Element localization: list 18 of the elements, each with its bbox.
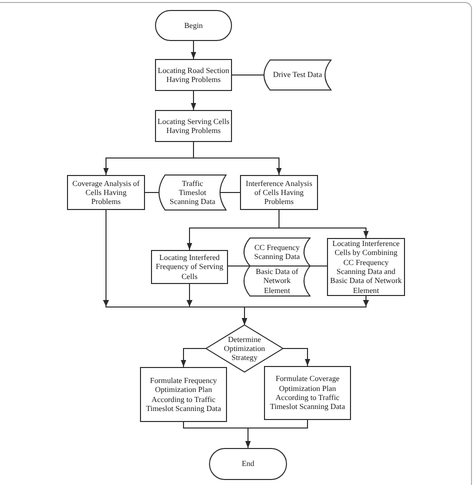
- arrow: [278, 210, 369, 238]
- process-box: [155, 110, 232, 142]
- connector-line: [220, 192, 240, 193]
- arrow: [190, 90, 196, 110]
- arrow: [242, 296, 369, 326]
- stored-data-shape: [159, 175, 226, 210]
- arrow: [282, 348, 310, 366]
- stored-data-shape: [264, 60, 331, 90]
- connector-line: [232, 74, 264, 76]
- arrow: [190, 40, 196, 60]
- connector-line: [144, 192, 160, 193]
- arrow: [193, 142, 282, 176]
- arrow: [245, 420, 308, 448]
- stored-data-shape: [244, 238, 310, 296]
- process-box: [264, 366, 351, 420]
- process-box: [155, 59, 232, 91]
- process-box: [140, 367, 227, 422]
- arrow: [180, 348, 206, 368]
